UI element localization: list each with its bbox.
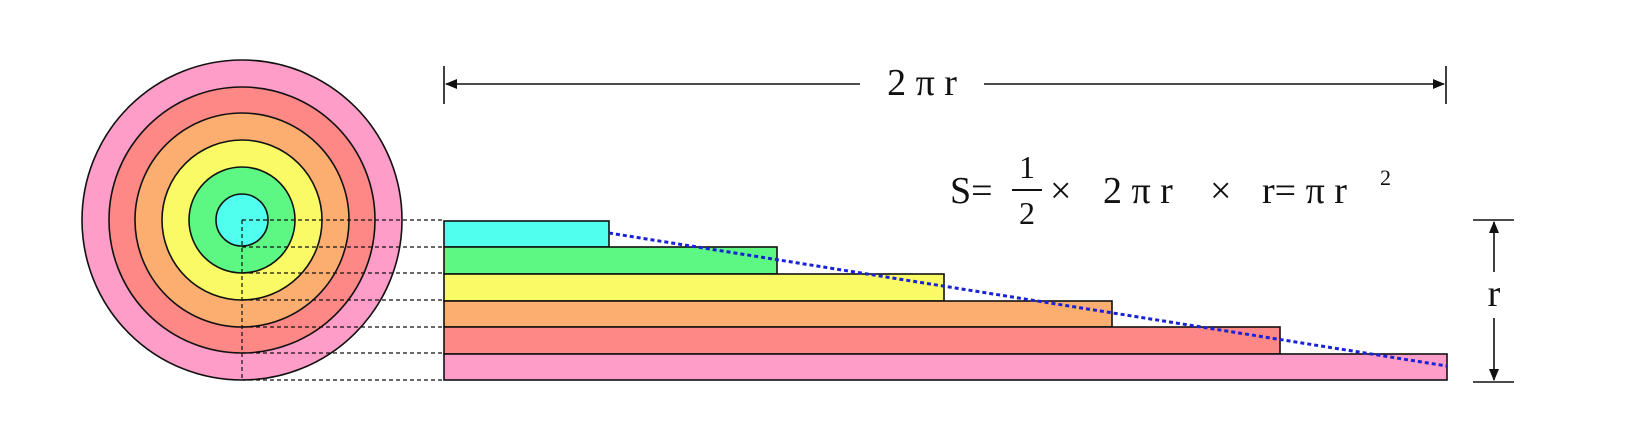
radius-dimension: r	[1473, 219, 1514, 383]
strip-3	[443, 273, 945, 302]
formula-times-1: ×	[1050, 170, 1071, 212]
formula-lhs: S=	[950, 170, 993, 212]
strip-4	[443, 300, 1113, 328]
area-formula: S= 1 2 × 2 π r × r= π r 2	[950, 149, 1391, 231]
guide-lines	[241, 219, 444, 381]
circumference-dimension: 2 π r	[443, 62, 1447, 104]
strip-5	[443, 326, 1281, 355]
formula-numerator: 1	[1019, 149, 1035, 185]
formula-denominator: 2	[1019, 195, 1035, 231]
radius-label: r	[1488, 273, 1501, 315]
circumference-label: 2 π r	[887, 62, 957, 104]
formula-rhs: r= π r	[1262, 170, 1347, 212]
formula-exponent: 2	[1380, 165, 1391, 190]
unrolled-strips	[443, 220, 1448, 381]
formula-times-2: ×	[1210, 170, 1231, 212]
triangle-hypotenuse	[608, 231, 1448, 368]
formula-middle: 2 π r	[1103, 170, 1173, 212]
strip-6	[443, 353, 1448, 381]
strip-1	[443, 220, 610, 248]
